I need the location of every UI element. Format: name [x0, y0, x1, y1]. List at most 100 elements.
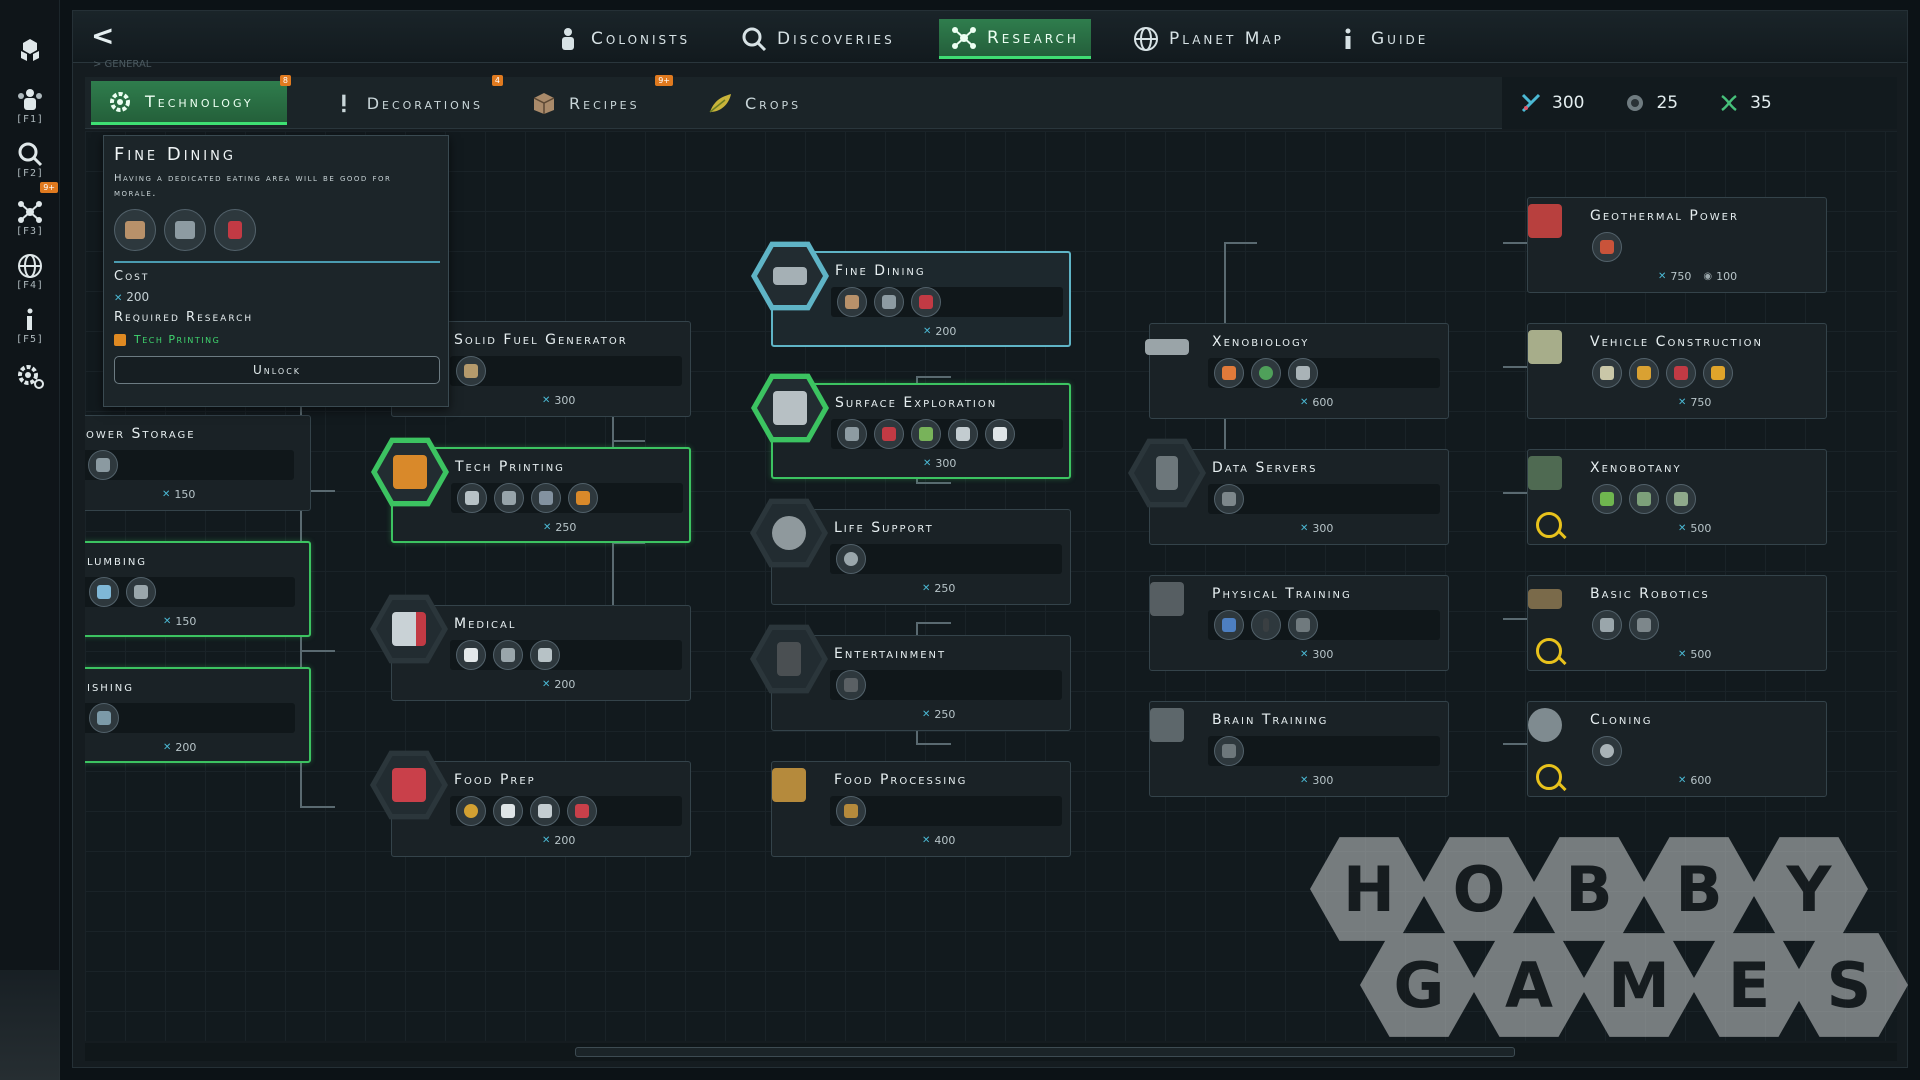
subtab-decorations[interactable]: Decorations 4 — [317, 75, 503, 125]
plant-item-icon — [1592, 484, 1622, 514]
node-cost: ✕750 ◉100 — [1658, 270, 1737, 283]
research-node-geothermal-power[interactable]: Geothermal Power ✕750 ◉100 — [1527, 197, 1827, 293]
node-title: Xenobiology — [1212, 334, 1310, 350]
node-title: Food Prep — [454, 772, 536, 788]
node-title: Life Support — [834, 520, 934, 536]
magnifier-icon — [18, 142, 43, 167]
subtab-recipes[interactable]: Recipes 9+ — [515, 75, 673, 125]
node-cost: ✕200 — [542, 678, 575, 691]
node-unlocks — [1586, 610, 1818, 640]
gear-icon — [110, 91, 130, 112]
research-panel: < Colonists Discoveries Research Planet … — [72, 10, 1908, 1068]
node-title: Solid Fuel Generator — [454, 332, 628, 348]
node-cost-value: 300 — [1312, 648, 1334, 661]
sidebar-ghost-panel — [0, 970, 60, 1080]
subtab-crops[interactable]: Crops — [691, 81, 831, 125]
research-node-entertainment[interactable]: Entertainment ✕250 — [750, 624, 1071, 731]
fridge-item-icon — [530, 796, 560, 826]
leaf-icon — [709, 94, 731, 113]
sidebar-key-label: [F5] — [15, 334, 45, 345]
research-node-plumbing[interactable]: lumbing ✕150 — [85, 541, 311, 637]
horizontal-scrollbar[interactable] — [85, 1043, 1897, 1061]
research-node-xenobiology[interactable]: Xenobiology ✕600 — [1145, 323, 1449, 419]
research-node-tech-printing[interactable]: Tech Printing ✕250 — [371, 437, 691, 543]
research-node-medical[interactable]: Medical ✕200 — [370, 594, 691, 701]
node-cost-value: 500 — [1690, 648, 1712, 661]
research-node-fishing[interactable]: ishing ✕200 — [85, 667, 311, 763]
tab-discoveries[interactable]: Discoveries — [729, 19, 907, 59]
tab-label: Planet Map — [1169, 29, 1284, 49]
buggy-item-icon — [1703, 358, 1733, 388]
bed-item-icon — [456, 640, 486, 670]
research-node-basic-robotics[interactable]: Basic Robotics ✕500 — [1527, 575, 1827, 671]
node-title: Xenobotany — [1590, 460, 1682, 476]
node-unlocks — [1208, 736, 1440, 766]
research-points-icon: ✕ — [922, 583, 931, 594]
research-node-data-servers[interactable]: Data Servers ✕300 — [1128, 438, 1449, 545]
research-points-icon: ✕ — [1300, 649, 1309, 660]
tech-tree[interactable]: ower Storage ✕150 lumbing ✕150 ishing ✕2… — [85, 131, 1897, 1041]
basic-robotics-hex-icon — [1506, 565, 1584, 634]
research-points-icon — [1521, 93, 1541, 113]
node-cost: ✕200 — [923, 325, 956, 338]
sidebar-item-colony[interactable] — [8, 28, 52, 72]
research-node-brain-training[interactable]: Brain Training ✕300 — [1149, 701, 1449, 797]
terminal-item-icon — [1214, 736, 1244, 766]
tab-research[interactable]: Research — [939, 19, 1091, 59]
data-servers-hex-icon — [1128, 438, 1206, 508]
node-unlocks — [1208, 610, 1440, 640]
unlock-button[interactable]: Unlock — [114, 356, 440, 384]
research-points-icon: ✕ — [163, 742, 172, 753]
research-node-physical-training[interactable]: Physical Training ✕300 — [1149, 575, 1449, 671]
robot-arm-item-icon — [1592, 610, 1622, 640]
grill-item-icon — [493, 796, 523, 826]
node-cost-value: 500 — [1690, 522, 1712, 535]
node-title: Data Servers — [1212, 460, 1318, 476]
research-node-power-storage[interactable]: ower Storage ✕150 — [85, 415, 311, 511]
vehicle-construction-hex-icon — [1506, 313, 1584, 382]
tab-planet-map[interactable]: Planet Map — [1121, 19, 1296, 59]
research-node-vehicle-construction[interactable]: Vehicle Construction ✕750 — [1527, 323, 1827, 419]
sidebar-item-guide[interactable]: [F5] — [8, 304, 52, 348]
research-icon — [952, 26, 976, 49]
globe-icon — [18, 254, 42, 278]
tab-colonists[interactable]: Colonists — [543, 19, 702, 59]
research-points-icon: ✕ — [162, 489, 171, 500]
sidebar-item-discoveries[interactable]: [F2] 9+ — [8, 138, 58, 193]
tab-guide[interactable]: Guide — [1323, 19, 1440, 59]
discovery-points-counter: 25 — [1624, 92, 1678, 114]
sidebar-item-planet-map[interactable]: [F4] — [8, 250, 52, 294]
table-item-icon — [837, 287, 867, 317]
scrollbar-thumb[interactable] — [575, 1047, 1515, 1057]
notification-badge: 9+ — [655, 75, 673, 86]
research-points-icon: ✕ — [923, 458, 932, 469]
tooltip-cost-heading: Cost — [114, 269, 150, 284]
research-node-life-support[interactable]: Life Support ✕250 — [750, 498, 1071, 605]
research-points-icon: ✕ — [542, 395, 551, 406]
subtab-label: Crops — [745, 93, 802, 113]
subtab-technology[interactable]: Technology 8 — [91, 75, 291, 125]
research-node-surface-exploration[interactable]: Surface Exploration ✕300 — [751, 373, 1071, 479]
tank-item-icon — [126, 577, 156, 607]
top-nav-bar: < Colonists Discoveries Research Planet … — [73, 11, 1907, 63]
research-node-fine-dining[interactable]: Fine Dining ✕200 — [751, 241, 1071, 347]
sidebar-item-research[interactable]: [F3] — [8, 196, 52, 240]
node-title: Tech Printing — [455, 459, 565, 475]
back-button[interactable]: < — [91, 19, 115, 52]
subtab-label: Decorations — [366, 93, 483, 113]
research-points-icon: ✕ — [1678, 523, 1687, 534]
research-node-xenobotany[interactable]: Xenobotany ✕500 — [1527, 449, 1827, 545]
generator-item-icon — [456, 356, 486, 386]
node-unlocks — [1208, 358, 1440, 388]
sidebar-item-settings[interactable] — [8, 354, 52, 398]
research-category-bar: Technology 8 Decorations 4 Recipes 9+ Cr… — [85, 75, 1897, 129]
sidebar-item-colonists[interactable]: [F1] — [8, 84, 52, 128]
table-item-icon — [114, 209, 156, 251]
research-node-food-processing[interactable]: Food Processing ✕400 — [771, 761, 1071, 857]
processor-item-icon — [836, 796, 866, 826]
research-node-food-prep[interactable]: Food Prep ✕200 — [370, 750, 691, 857]
research-node-cloning[interactable]: Cloning ✕600 — [1527, 701, 1827, 797]
subtab-label: Technology — [145, 92, 254, 111]
node-cost: ✕500 — [1678, 648, 1711, 661]
vending-item-icon — [911, 287, 941, 317]
